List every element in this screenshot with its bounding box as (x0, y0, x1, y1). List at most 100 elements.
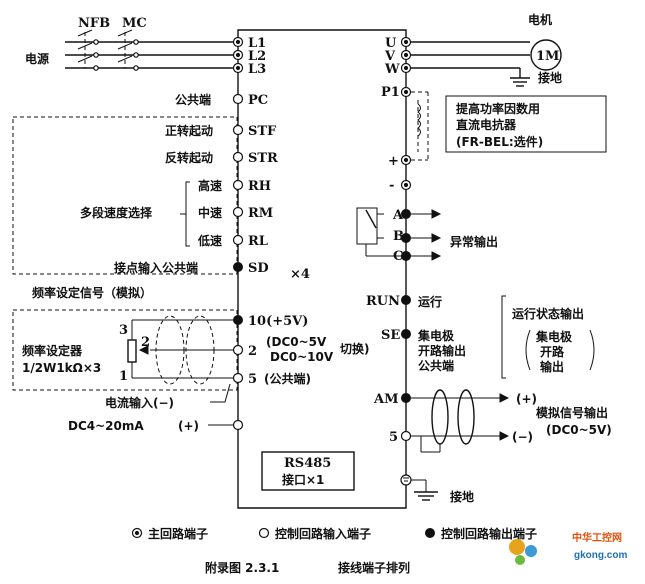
terminal-p1 (400, 86, 412, 98)
rs485-box (261, 451, 355, 491)
reactor-line3: (FR-BEL:选件) (456, 134, 543, 149)
terminal-l2 (232, 49, 244, 61)
reactor-box (445, 95, 607, 153)
rm-label: RM (248, 206, 273, 221)
sd-desc: 接点输入公共端 (114, 260, 198, 275)
p1-label: P1 (381, 85, 400, 100)
mc-label: MC (122, 16, 147, 31)
terminal-c (401, 251, 411, 261)
se-line3: 公共端 (418, 358, 454, 373)
pc-label: PC (248, 93, 268, 108)
terminal-w (400, 62, 412, 74)
l1-label: L1 (248, 36, 266, 51)
alarm-contacts (356, 207, 406, 257)
reactor-wiring (411, 91, 429, 161)
motor-lines (411, 41, 530, 78)
motor-symbol (530, 39, 562, 71)
am-label: AM (373, 392, 398, 407)
reactor-line1: 提高功率因数用 (456, 101, 540, 116)
terminal-plus (400, 154, 412, 166)
t10-label: 10(+5V) (248, 314, 308, 329)
oc-line1: 集电极 (535, 329, 573, 344)
caption-title: 接线端子排列 (338, 560, 410, 575)
plus-label: + (388, 154, 399, 169)
ao-plus: (+) (516, 392, 537, 406)
pot-spec: 1/2W1kΩ×3 (22, 361, 101, 375)
watermark-logo-icon (509, 539, 537, 565)
rl-desc: 低速 (197, 233, 222, 248)
oc-paren-left (525, 329, 531, 371)
stf-desc: 正转起动 (165, 123, 213, 138)
oc-paren-right (589, 329, 595, 371)
reactor-line2: 直流电抗器 (456, 117, 517, 132)
analog-out-range: (DC0~5V) (546, 423, 612, 437)
legend-output-icon (425, 528, 435, 538)
sd-label: SD (248, 261, 269, 276)
caption-fig: 附录图 2.3.1 (205, 560, 279, 575)
l2-label: L2 (248, 49, 266, 64)
nfb-label: NFB (78, 16, 110, 31)
pin1-label: 1 (119, 369, 128, 384)
oc-line2: 开路 (540, 344, 565, 359)
rh-desc: 高速 (198, 178, 222, 193)
terminal-stf (232, 124, 244, 136)
nfb-breaker (77, 29, 99, 71)
legend-input: 控制回路输入端子 (275, 526, 371, 541)
legend-main: 主回路端子 (148, 526, 208, 541)
oc-line3: 输出 (540, 359, 564, 374)
mc-contactor (117, 29, 139, 71)
rs485-line1: RS485 (284, 456, 331, 471)
ground-icon (414, 491, 438, 501)
range1: (DC0~5V (266, 335, 327, 349)
freq-group-box (12, 309, 238, 391)
t2-label: 2 (248, 344, 257, 359)
terminal-sd (233, 262, 243, 272)
watermark-name: 中华工控网 (572, 531, 622, 544)
w-label: W (384, 62, 400, 77)
str-desc: 反转起动 (165, 150, 213, 165)
dc420-label: DC4~20mA (68, 419, 144, 433)
terminal-5 (232, 372, 244, 384)
freq-title: 频率设定信号（模拟） (32, 285, 152, 300)
ao-5-label: 5 (389, 430, 398, 445)
pin2-label: 2 (141, 335, 150, 350)
ground-terminal (400, 474, 427, 492)
terminal-rm (232, 206, 244, 218)
v-label: V (384, 49, 396, 64)
multi-speed-label: 多段速度选择 (80, 205, 153, 220)
ground-label: 接地 (450, 489, 474, 504)
input-group-box (12, 116, 238, 275)
terminal-pc (232, 93, 244, 105)
dc420-sign: (+) (178, 419, 199, 433)
alarm-output-label: 异常输出 (450, 234, 498, 249)
alarm-c-label: C (393, 249, 403, 264)
legend-output: 控制回路输出端子 (441, 526, 537, 541)
terminal-10 (233, 315, 243, 325)
stf-label: STF (248, 124, 277, 139)
alarm-a-label: A (392, 208, 404, 223)
power-lines (65, 41, 238, 69)
u-label: U (385, 36, 397, 51)
status-bracket (501, 295, 506, 379)
legend-input-icon (258, 527, 270, 539)
terminal-am (401, 393, 411, 403)
alarm-b-label: B (393, 229, 404, 244)
potentiometer (127, 315, 233, 385)
terminal-ao-5 (400, 430, 412, 442)
str-label: STR (248, 151, 278, 166)
alarm-arrows (411, 209, 442, 261)
se-label: SE (381, 328, 400, 343)
terminal-l3 (232, 62, 244, 74)
motor-symbol-text: 1M (536, 49, 559, 64)
terminal-l1 (232, 36, 244, 48)
ao-minus: (−) (512, 430, 533, 444)
current-input-wire (210, 383, 231, 403)
power-source-label: 电源 (25, 51, 49, 66)
se-line1: 集电极 (417, 328, 455, 343)
pot-label: 频率设定器 (22, 343, 83, 358)
motor-ground-icon (510, 77, 530, 87)
rs485-line2: 接口×1 (282, 472, 324, 487)
x4-label: ×4 (290, 267, 310, 282)
terminal-rh (232, 179, 244, 191)
